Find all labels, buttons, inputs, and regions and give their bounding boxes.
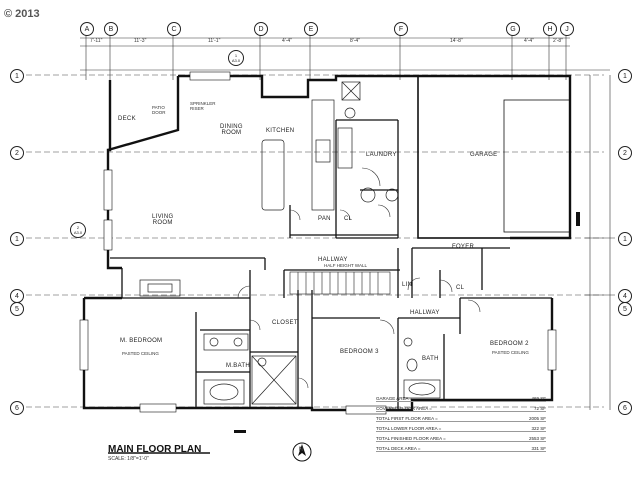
bathroom-fixtures (203, 333, 441, 405)
area-value: 2553 SF (528, 436, 546, 441)
door-swings (237, 167, 481, 389)
area-row: GARAGE AREA = 469 SF (376, 392, 546, 402)
top-dimension-lines (80, 30, 610, 80)
note-m-bedroom: PASTED CEILING (122, 351, 159, 356)
section-marker-top: 1 A3.0 (228, 50, 244, 66)
windows (79, 71, 557, 415)
grid-bubble-row-5: 5 (10, 302, 24, 316)
grid-bubble-col-a: A (80, 22, 94, 36)
stairs (289, 271, 391, 295)
grid-bubble-row-4: 4 (10, 289, 24, 303)
room-pantry: PAN (318, 216, 331, 222)
room-hallway-top: HALLWAY (318, 257, 348, 263)
room-master-bath: M.BATH (226, 363, 251, 369)
fireplace (139, 279, 181, 297)
area-row: TOTAL DECK AREA = 331 SF (376, 442, 546, 452)
room-living: LIVING ROOM (152, 214, 174, 226)
room-bedroom-2: BEDROOM 2 (490, 341, 529, 347)
section-cut-tick (234, 430, 246, 433)
dim-top-8: 2'-8" (553, 38, 563, 44)
grid-row-lines (26, 74, 604, 408)
grid-bubble-col-e: E (304, 22, 318, 36)
room-foyer: FOYER (452, 244, 475, 250)
room-hallway-bottom: HALLWAY (410, 310, 440, 316)
area-row: COVERED FLOOR AREA = 72 SF (376, 402, 546, 412)
grid-bubble-row-6: 6 (10, 401, 24, 415)
area-value: 331 SF (531, 446, 546, 451)
area-value: 72 SF (533, 406, 546, 411)
area-value: 322 SF (531, 426, 546, 431)
room-master-bedroom: M. BEDROOM (120, 338, 163, 344)
grid-bubble-row-5-right: 5 (618, 302, 632, 316)
area-table: GARAGE AREA = 469 SF COVERED FLOOR AREA … (376, 392, 546, 452)
dim-top-2: 11'-3" (134, 38, 147, 44)
dim-top-5: 8'-4" (350, 38, 360, 44)
garage-door-post (576, 212, 580, 226)
area-label: GARAGE AREA = (376, 396, 413, 401)
grid-bubble-col-c: C (167, 22, 181, 36)
note-stair: HALF HEIGHT WALL (324, 263, 368, 268)
grid-bubble-row-2-right: 2 (618, 146, 632, 160)
room-deck: DECK (118, 116, 136, 122)
grid-bubble-col-b: B (104, 22, 118, 36)
area-label: TOTAL FINISHED FLOOR AREA = (376, 436, 446, 441)
section-marker-left: 2 A3.0 (70, 222, 86, 238)
grid-bubble-row-1-right: 1 (618, 69, 632, 83)
room-linen: LIN (402, 282, 413, 288)
dim-top-7: 4'-4" (524, 38, 534, 44)
grid-bubble-col-d: D (254, 22, 268, 36)
area-label: TOTAL DECK AREA = (376, 446, 421, 451)
grid-bubble-row-4-right: 4 (618, 289, 632, 303)
room-closet-foyer: CL (456, 285, 465, 291)
grid-bubble-row-1: 1 (10, 69, 24, 83)
grid-bubble-row-6-right: 6 (618, 401, 632, 415)
garage-walls (417, 75, 571, 239)
dim-top-6: 14'-8" (450, 38, 463, 44)
note-bedroom2: PASTED CEILING (492, 350, 529, 355)
area-label: COVERED FLOOR AREA = (376, 406, 432, 411)
note-patio-door: PATIO DOOR (152, 105, 166, 115)
room-bath: BATH (422, 356, 439, 362)
kitchen-counters (261, 81, 399, 211)
dim-top-4: 4'-4" (282, 38, 292, 44)
area-value: 469 SF (531, 396, 546, 401)
right-dimension-lines (585, 75, 615, 410)
area-row: TOTAL FIRST FLOOR AREA = 2005 SF (376, 412, 546, 422)
area-label: TOTAL FIRST FLOOR AREA = (376, 416, 438, 421)
north-arrow (292, 442, 312, 462)
dim-top-3: 11'-1" (208, 38, 221, 44)
grid-bubble-row-3: 1 (10, 232, 24, 246)
room-closet-small: CL (344, 216, 353, 222)
room-kitchen: KITCHEN (266, 128, 295, 134)
area-value: 2005 SF (528, 416, 546, 421)
plan-scale: SCALE: 1/8"=1'-0" (108, 456, 149, 462)
copyright-text: © 2013 (4, 8, 40, 20)
area-label: TOTAL LOWER FLOOR AREA = (376, 426, 442, 431)
room-dining: DINING ROOM (220, 124, 243, 136)
grid-bubble-row-3-right: 1 (618, 232, 632, 246)
room-laundry: LAUNDRY (366, 152, 397, 158)
room-closet: CLOSET (272, 320, 298, 326)
grid-bubble-row-2: 2 (10, 146, 24, 160)
north-label: N (299, 447, 304, 453)
note-sprinkler: SPRINKLER RISER (190, 101, 216, 111)
plan-title: MAIN FLOOR PLAN (108, 444, 202, 455)
grid-bubble-col-h: H (543, 22, 557, 36)
interior-walls (108, 119, 552, 410)
room-bedroom-3: BEDROOM 3 (340, 349, 379, 355)
area-row: TOTAL FINISHED FLOOR AREA = 2553 SF (376, 432, 546, 442)
grid-bubble-col-j: J (560, 22, 574, 36)
dim-top-1: 7'-11" (90, 38, 103, 44)
area-row: TOTAL LOWER FLOOR AREA = 322 SF (376, 422, 546, 432)
grid-bubble-col-f: F (394, 22, 408, 36)
exterior-walls (82, 74, 572, 412)
room-garage: GARAGE (470, 152, 498, 158)
grid-bubble-col-g: G (506, 22, 520, 36)
